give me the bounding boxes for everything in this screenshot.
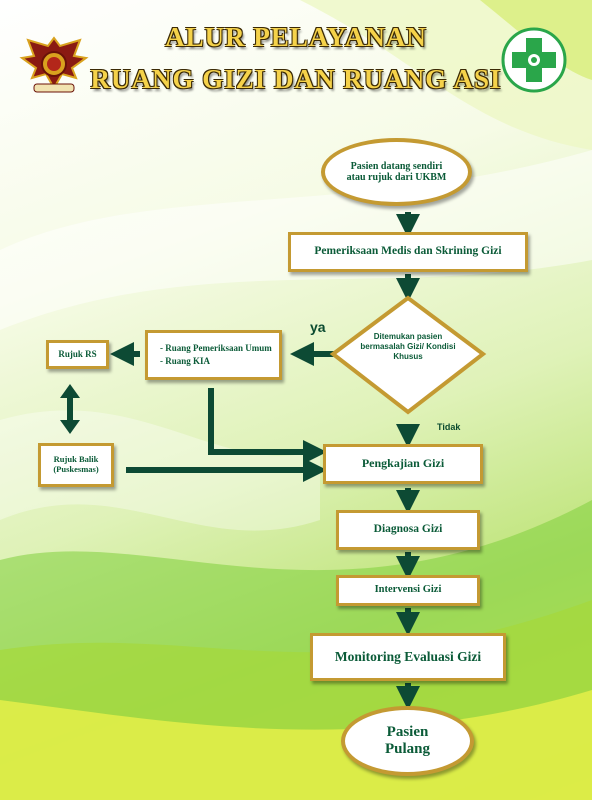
arrow-referral-to-assessment [208,388,327,464]
referral-node: - Ruang Pemeriksaan Umum - Ruang KIA [145,330,282,380]
referral-item: - Ruang Pemeriksaan Umum [160,343,272,353]
rujuk-rs-node: Rujuk RS [46,340,109,369]
referral-list: - Ruang Pemeriksaan Umum - Ruang KIA [160,342,272,368]
assessment-node: Pengkajian Gizi [323,444,483,484]
puskesmas-logo-icon [501,27,567,93]
no-label: Tidak [437,422,461,432]
decision-text: Ditemukan pasien bermasalah Gizi/ Kondis… [360,332,456,361]
intervention-node: Intervensi Gizi [336,575,480,606]
start-node: Pasien datang sendiri atau rujuk dari UK… [321,138,472,206]
arrow-rujuk-rs-rujuk-balik [60,384,80,434]
screening-node: Pemeriksaan Medis dan Skrining Gizi [288,232,528,272]
monitoring-node: Monitoring Evaluasi Gizi [310,633,506,681]
decision-diamond [329,295,487,415]
diagnosis-node: Diagnosa Gizi [336,510,480,550]
garuda-emblem-icon [19,36,89,93]
referral-item: - Ruang KIA [160,356,211,366]
end-node: Pasien Pulang [341,706,474,776]
poster-title-line2: RUANG GIZI DAN RUANG ASI [90,64,502,94]
yes-label: ya [310,319,326,335]
rujuk-balik-node: Rujuk Balik (Puskesmas) [38,443,114,487]
poster-title-line1: ALUR PELAYANAN [165,22,427,52]
